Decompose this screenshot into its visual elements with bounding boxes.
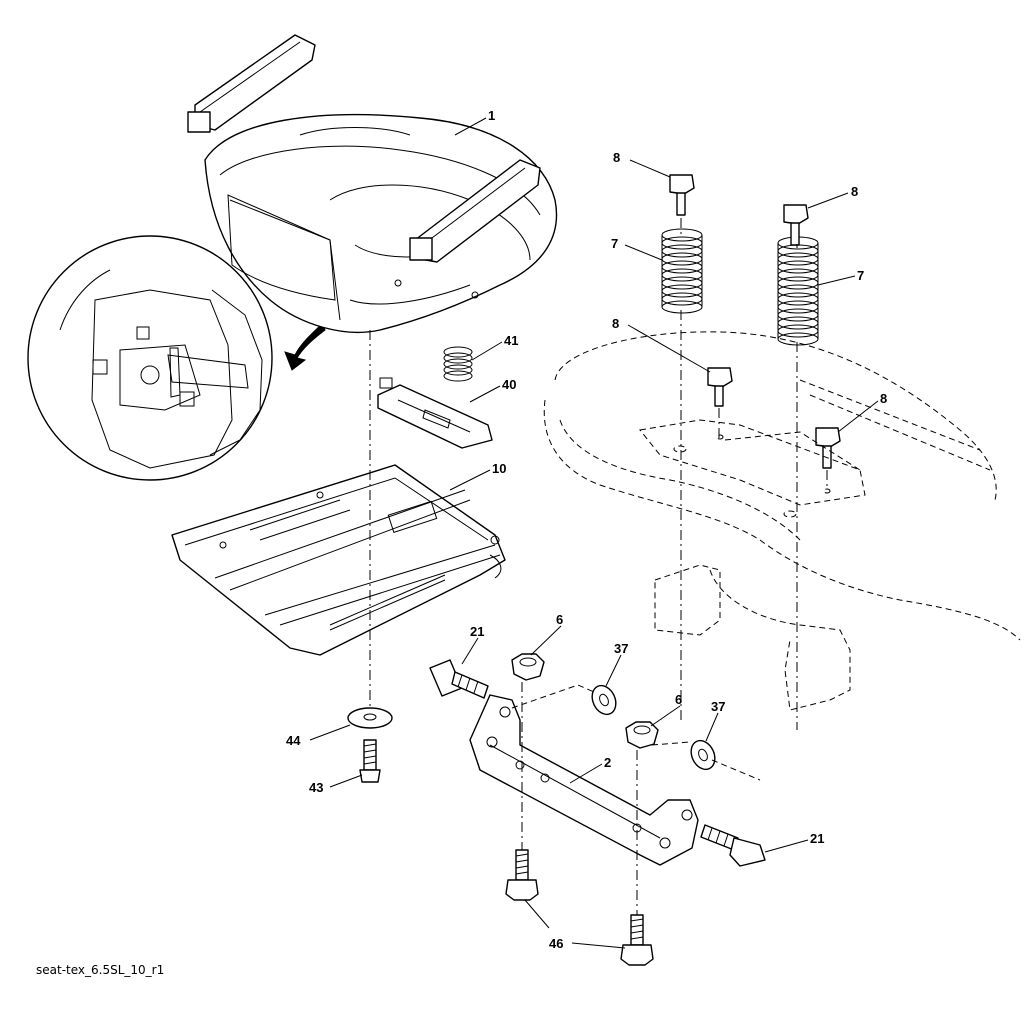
callout-7-left: 7 [611, 236, 618, 251]
callout-8-top-right: 8 [851, 184, 858, 199]
bolt-part-21-left [429, 659, 489, 699]
callout-37-left: 37 [614, 641, 628, 656]
callout-37-right: 37 [711, 699, 725, 714]
bolt-part-46-right [620, 914, 654, 966]
callout-21-right: 21 [810, 831, 824, 846]
callout-8-mid: 8 [612, 316, 619, 331]
callout-46: 46 [549, 936, 563, 951]
callout-41: 41 [504, 333, 518, 348]
callout-8-top-left: 8 [613, 150, 620, 165]
assembly-centerlines [369, 218, 828, 915]
callout-10: 10 [492, 461, 506, 476]
leader-lines [309, 117, 879, 949]
tractor-frame-phantom [543, 331, 1021, 711]
spring-part-7-right [777, 236, 819, 346]
callout-21-left: 21 [470, 624, 484, 639]
washer-part-37-right [690, 739, 716, 771]
callout-40: 40 [502, 377, 516, 392]
bolt-part-8-top-left [669, 174, 695, 216]
bracket-part-2 [469, 694, 699, 866]
bolt-part-21-right [700, 824, 766, 867]
bolt-part-46-left [505, 849, 539, 901]
latch-part-40 [377, 377, 493, 449]
nut-part-6-right [625, 721, 659, 749]
bolt-part-8-lower [815, 427, 841, 469]
bolt-part-8-mid [707, 367, 733, 407]
nut-part-6-left [511, 653, 545, 681]
callout-8-lower: 8 [880, 391, 887, 406]
washer-part-37-left [591, 684, 617, 716]
callout-44: 44 [286, 733, 301, 748]
detail-arrow [284, 323, 326, 371]
drawing-id-caption: seat-tex_6.5SL_10_r1 [36, 963, 164, 977]
seat-part-1 [187, 34, 558, 333]
latch-detail-inset [27, 235, 273, 481]
bolt-part-8-top-right [783, 204, 809, 246]
callout-6-right: 6 [675, 692, 682, 707]
callout-7-right: 7 [857, 268, 864, 283]
seat-plate-part-10 [171, 464, 506, 656]
washer-part-44 [347, 707, 393, 729]
callout-2: 2 [604, 755, 611, 770]
callout-6-left: 6 [556, 612, 563, 627]
spring-part-41 [443, 346, 473, 382]
callout-43: 43 [309, 780, 323, 795]
bolt-part-43 [359, 739, 381, 783]
callout-1: 1 [488, 108, 495, 123]
spring-part-7-left [661, 228, 703, 314]
